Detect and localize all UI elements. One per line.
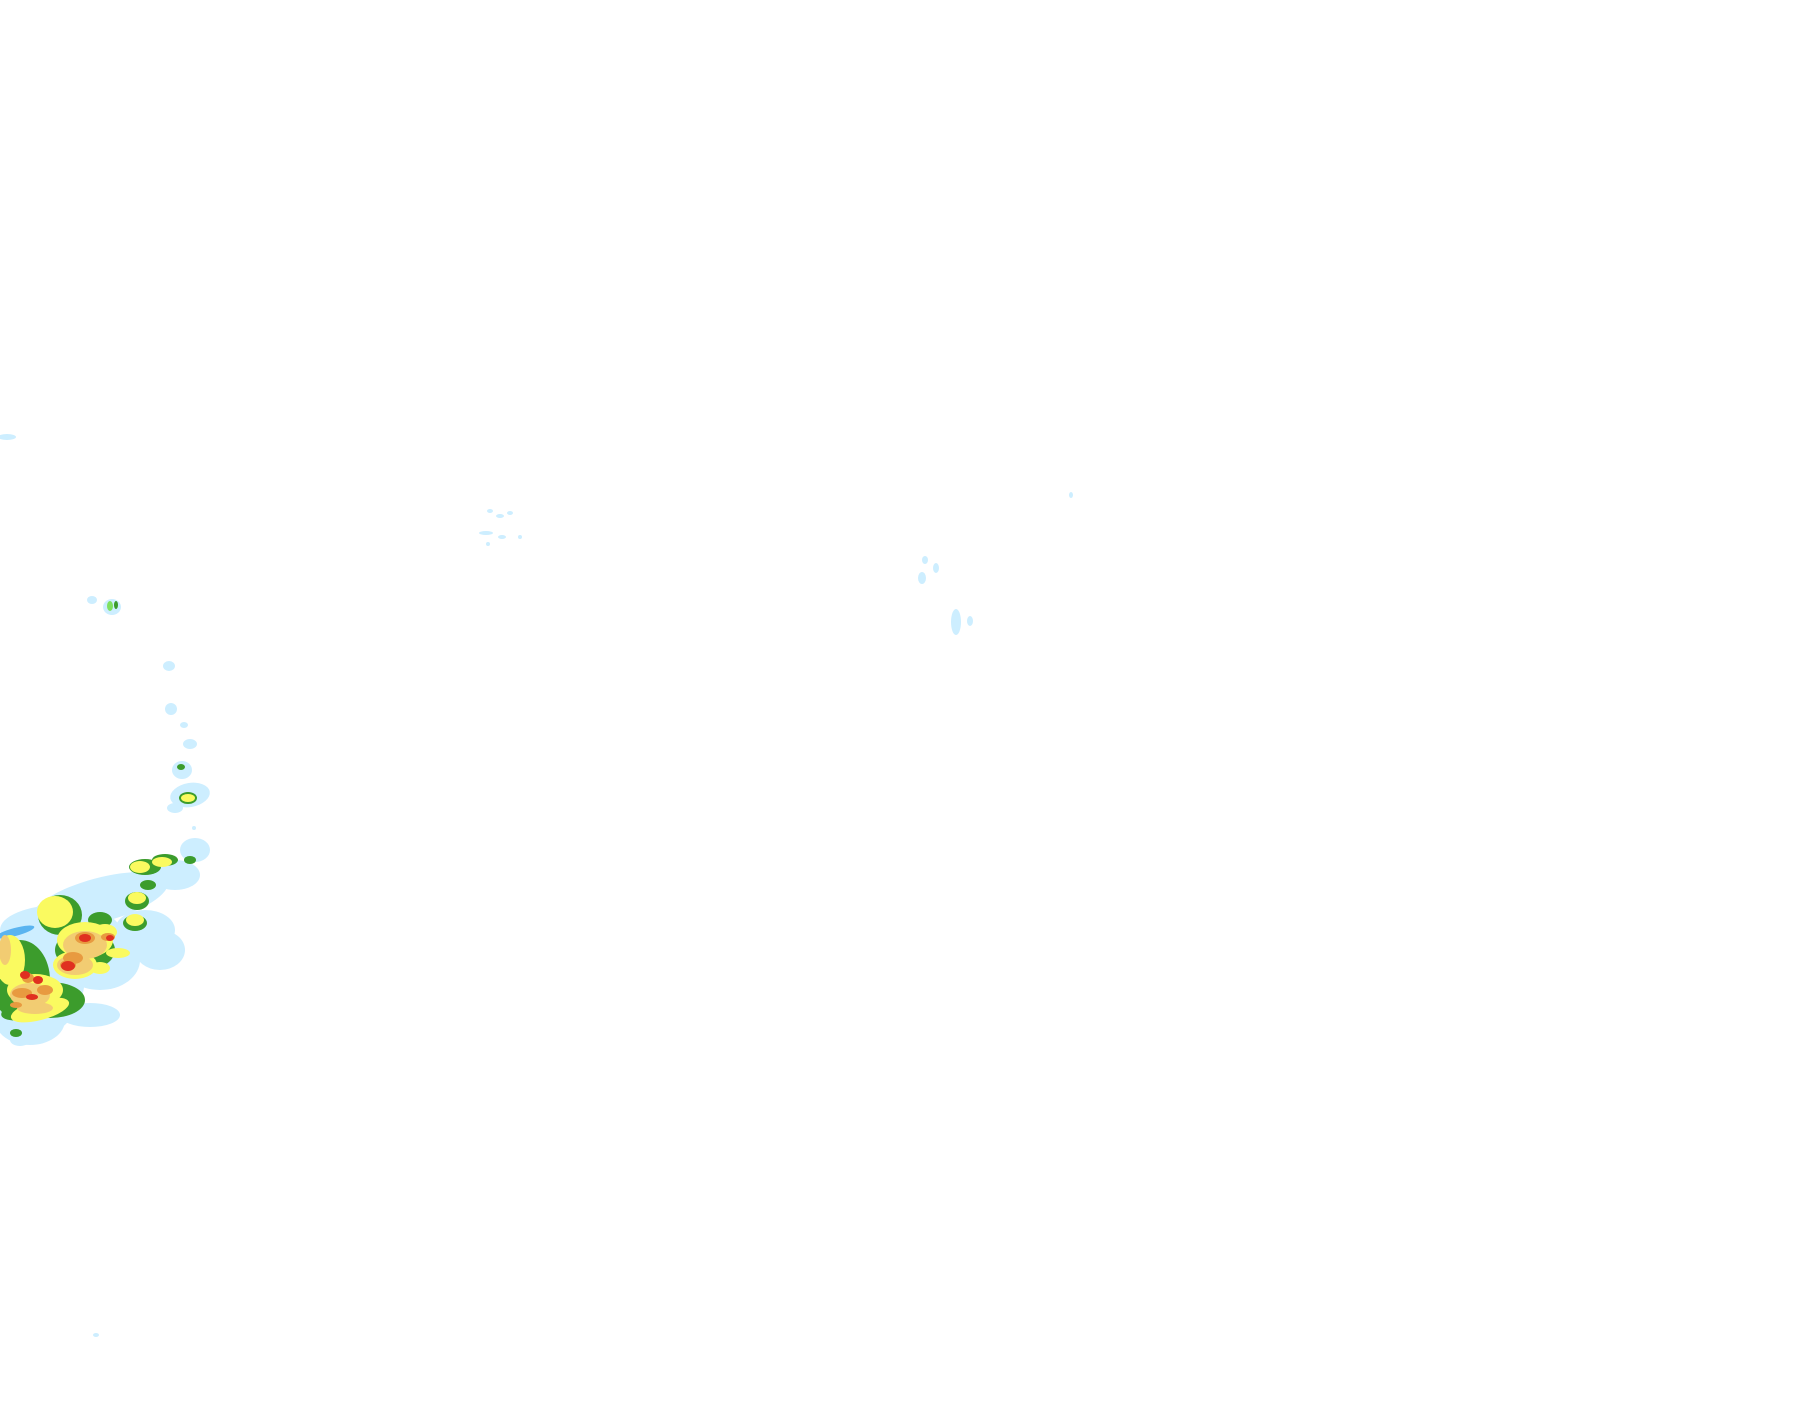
radar-echo-light-blue [479,531,493,535]
radar-echo-light-orange [63,931,107,959]
radar-echo-red [26,994,38,1000]
radar-echo-orange [37,985,53,995]
radar-echo-dark-green [184,856,196,864]
radar-echo-red [106,935,114,941]
radar-echo-red [33,976,43,984]
radar-echo-light-blue [150,860,200,890]
radar-echo-light-blue [93,1333,99,1337]
radar-echo-light-blue [951,609,961,635]
radar-echo-light-blue [192,826,196,830]
radar-echo-dark-green [140,880,156,890]
radar-echo-light-blue [87,596,97,604]
radar-echo-dark-green [177,764,185,770]
radar-echo-light-blue [498,535,506,539]
radar-echo-light-blue [1069,492,1073,498]
radar-echo-light-blue [0,434,16,440]
radar-echo-yellow [126,914,144,926]
radar-echo-light-blue [183,739,197,749]
radar-echo-light-blue [496,514,504,518]
radar-echo-yellow [106,948,130,958]
radar-echo-light-blue [487,509,493,513]
radar-echo-yellow [37,896,73,928]
radar-echo-light-blue [180,722,188,728]
radar-echo-light-blue [518,535,522,539]
radar-echo-light-green [107,601,113,611]
radar-echo-light-blue [180,838,210,862]
radar-echo-yellow [181,794,195,802]
radar-echo-yellow [90,962,110,974]
radar-echo-dark-green [10,1029,22,1037]
radar-echo-light-blue [967,616,973,626]
radar-echo-yellow [152,857,172,867]
radar-echo-light-blue [486,542,490,546]
radar-echo-light-blue [10,1034,30,1046]
radar-echo-red [61,961,75,971]
radar-echo-light-blue [172,761,192,779]
radar-echo-light-blue [163,661,175,671]
radar-echo-light-blue [167,803,183,813]
radar-echo-orange [10,1002,22,1008]
radar-echo-light-orange [17,1002,53,1014]
radar-echo-light-blue [165,703,177,715]
radar-echo-light-blue [918,572,926,584]
radar-echo-dark-green [114,601,118,609]
radar-echo-light-blue [507,511,513,515]
radar-echo-light-blue [933,563,939,573]
radar-echo-light-orange [0,935,11,965]
radar-echo-yellow [128,892,146,904]
radar-echo-light-blue [922,556,928,564]
radar-echo-red [79,934,91,942]
radar-echo-light-blue [135,930,185,970]
radar-echo-red [20,971,30,979]
radar-echo-yellow [130,861,150,873]
